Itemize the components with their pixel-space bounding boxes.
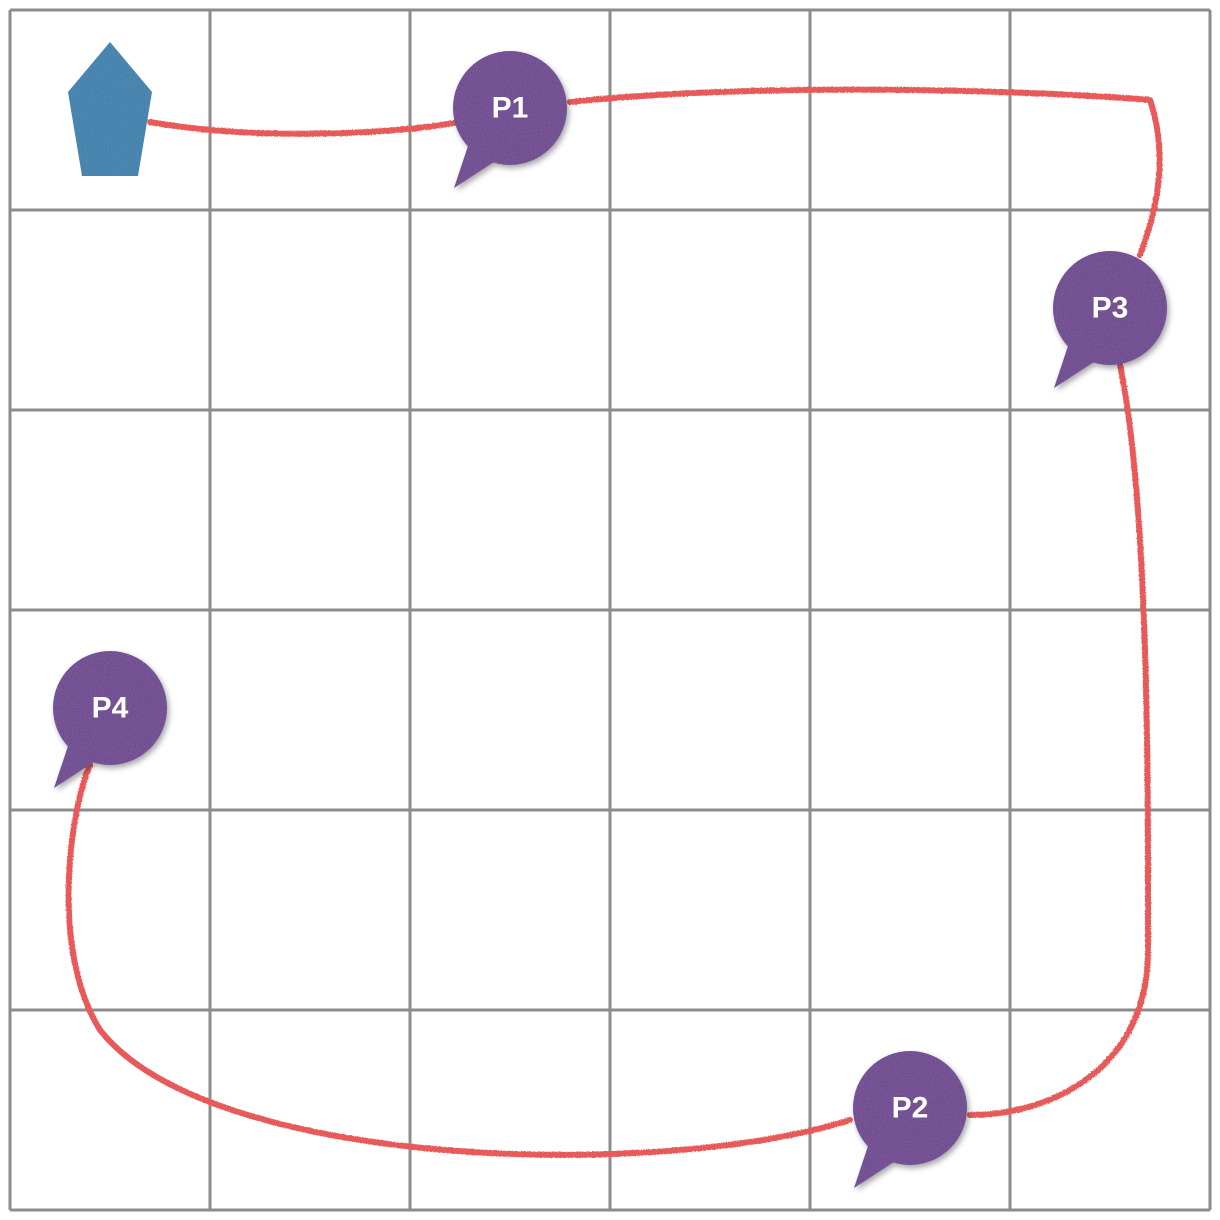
marker-body	[453, 51, 567, 165]
route-path	[65, 86, 1163, 1158]
speech-bubble-pin-icon	[853, 1051, 967, 1188]
marker-body	[1053, 251, 1167, 365]
waypoint-p4[interactable]: P4	[53, 651, 167, 788]
speech-bubble-pin-icon	[1053, 251, 1167, 388]
waypoint-label: P4	[92, 692, 129, 725]
speech-bubble-pin-icon	[53, 651, 167, 788]
waypoint-label: P1	[492, 92, 529, 125]
waypoint-p3[interactable]: P3	[1053, 251, 1167, 388]
waypoint-p2[interactable]: P2	[853, 1051, 967, 1188]
marker-body	[853, 1051, 967, 1165]
pentagon-start-icon[interactable]	[68, 42, 152, 176]
waypoint-label: P2	[892, 1092, 929, 1125]
start-marker[interactable]	[68, 42, 152, 176]
speech-bubble-pin-icon	[453, 51, 567, 188]
waypoint-p1[interactable]: P1	[453, 51, 567, 188]
waypoint-label: P3	[1092, 292, 1129, 325]
marker-body	[53, 651, 167, 765]
grid-lines	[8, 8, 1212, 1212]
